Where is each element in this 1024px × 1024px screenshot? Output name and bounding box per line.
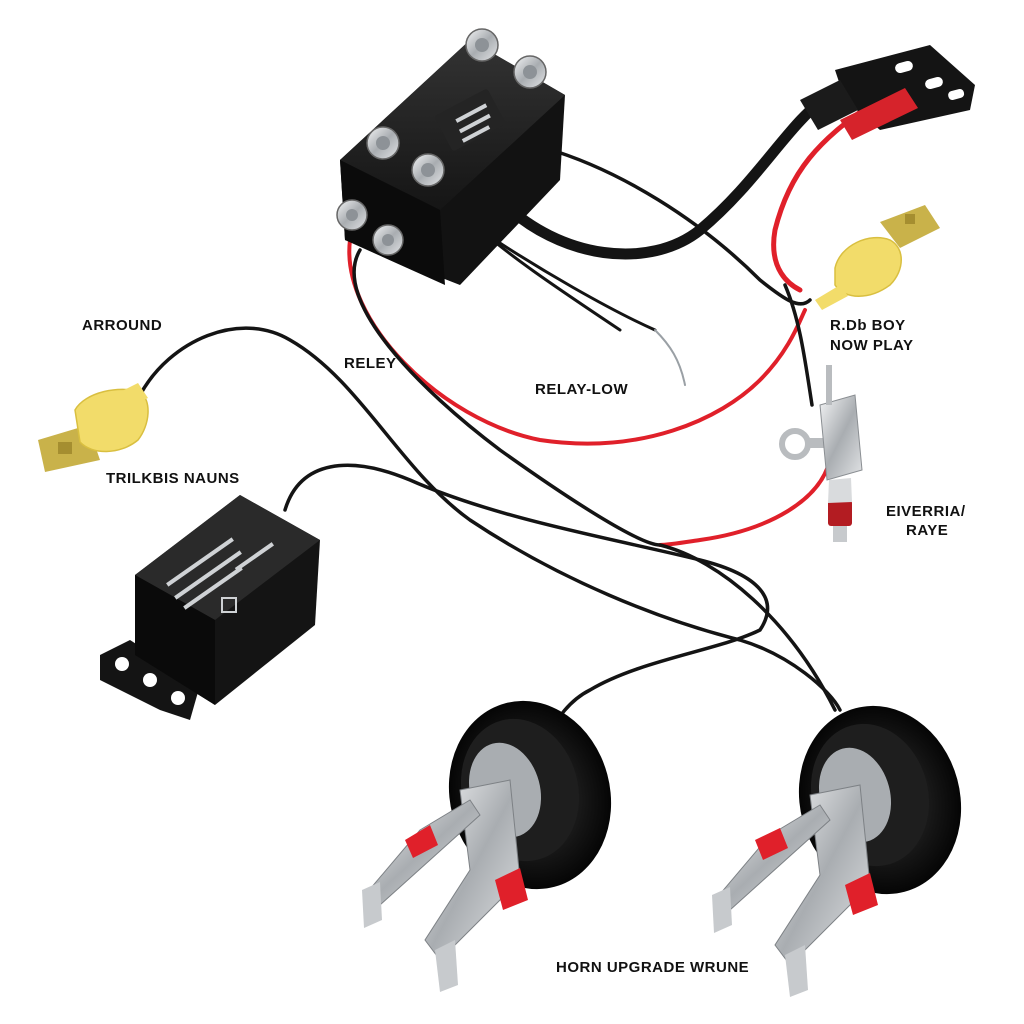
spade-connector-icon <box>815 205 940 310</box>
black-wire-relay-horn-right <box>352 248 837 712</box>
horn-icon <box>362 700 612 992</box>
label-arround: ARROUND <box>82 317 163 334</box>
fuse-holder-icon <box>779 365 863 542</box>
dual-relay-icon <box>336 28 565 285</box>
left-spade-connector-icon <box>38 383 149 472</box>
black-wire-small-relay <box>283 463 770 737</box>
small-relay-icon <box>100 495 320 720</box>
ring-terminal-icon <box>779 428 811 460</box>
red-wire-fuse <box>658 458 832 547</box>
label-relay-low: RELAY-LOW <box>535 381 629 398</box>
black-wire-left-connector <box>138 326 842 712</box>
relay-terminal-studs <box>336 28 547 256</box>
label-eiverria-line1: EIVERRIA/ <box>886 503 966 520</box>
label-rdb-line1: R.Db BOY <box>830 317 906 334</box>
black-wire-loose-1 <box>478 228 657 332</box>
wire-bare-tip <box>654 329 686 386</box>
mounting-bracket-icon <box>800 45 975 140</box>
black-wire-fuse <box>783 283 814 407</box>
black-wire-relay-right <box>543 146 812 306</box>
label-bottom-caption: HORN UPGRADE WRUNE <box>556 959 750 976</box>
wires <box>138 89 873 737</box>
label-trilkbis: TRILKBIS NAUNS <box>106 470 240 487</box>
label-rdb-line2: NOW PLAY <box>830 337 914 354</box>
horn-icon-right <box>712 705 962 997</box>
label-eiverria-line2: RAYE <box>906 522 949 539</box>
red-wire-top <box>771 102 873 293</box>
label-reley: RELEY <box>344 355 397 372</box>
